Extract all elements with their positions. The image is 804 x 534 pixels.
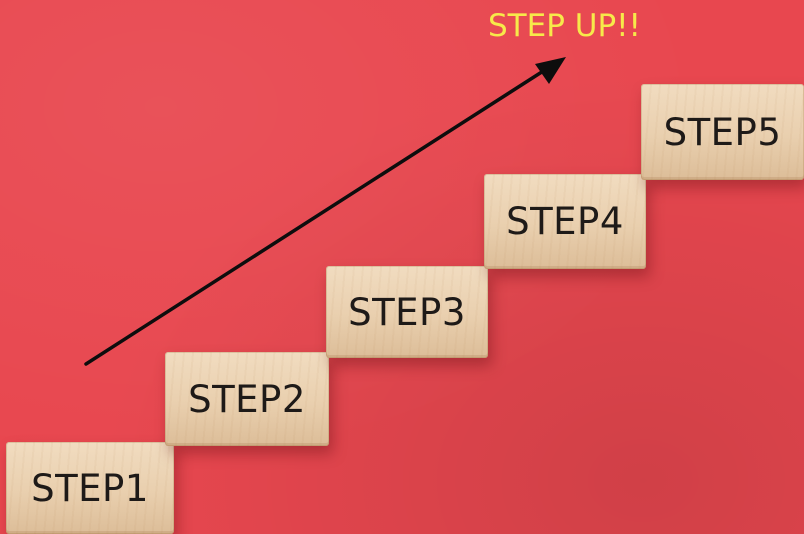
step4-label: STEP4: [506, 200, 624, 243]
step5-label: STEP5: [664, 111, 782, 154]
step2-label: STEP2: [188, 378, 306, 421]
wood-block-step1: STEP1: [6, 442, 174, 534]
wood-block-step4: STEP4: [484, 174, 646, 269]
step1-label: STEP1: [31, 467, 149, 510]
wood-block-step5: STEP5: [641, 84, 804, 180]
step3-label: STEP3: [348, 291, 466, 334]
wood-block-step3: STEP3: [326, 266, 488, 358]
step-up-headline: STEP UP!!: [488, 6, 641, 46]
arrow-head-icon: [535, 57, 566, 84]
wood-block-step2: STEP2: [165, 352, 329, 446]
